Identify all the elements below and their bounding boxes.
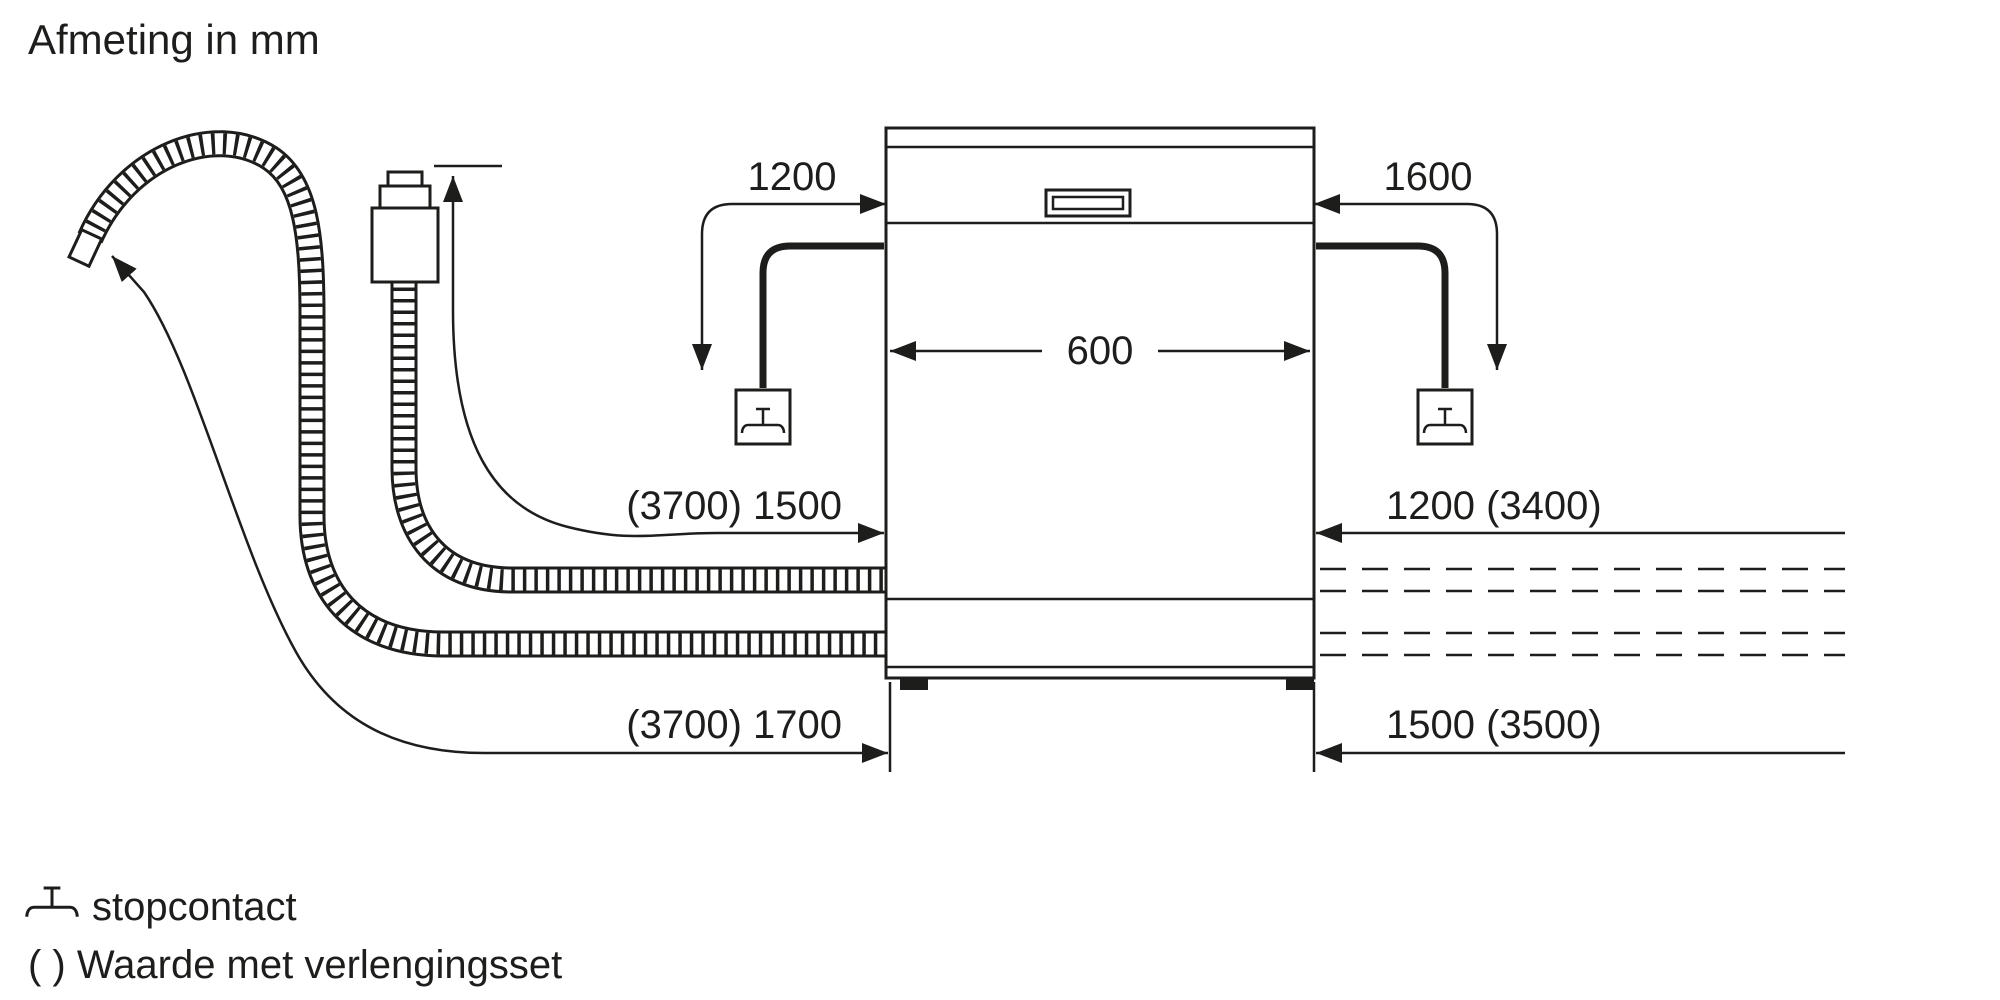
left-foot [900, 678, 928, 690]
legend: stopcontact ( ) Waarde met verlengingsse… [25, 885, 562, 987]
power-cord-right [1316, 242, 1449, 388]
control-panel-display [1044, 188, 1132, 218]
aquastop-valve-box [370, 206, 440, 284]
dimension-lines [111, 164, 1845, 772]
inlet-hose-outline [404, 276, 890, 580]
legend-extension-note: ( ) Waarde met verlengingsset [28, 943, 562, 987]
dim-label-power-cord-right: 1600 [1384, 155, 1473, 199]
right-foot [1286, 678, 1314, 690]
tap-connector-nut [378, 184, 432, 210]
dim-drain-hose-left [111, 255, 888, 763]
dishwasher [884, 126, 1316, 690]
dim-label-appliance-width: 600 [1067, 329, 1134, 373]
alternate-hose-routing-dashed [1320, 567, 1845, 657]
inlet-hose-ribs [404, 276, 890, 580]
socket-icon [25, 886, 79, 919]
dim-label-power-cord-left: 1200 [748, 155, 837, 199]
control-panel-display-inner [1051, 195, 1125, 211]
dim-label-inlet-hose-left: (3700) 1500 [626, 484, 842, 528]
dim-power-cord-right [1314, 194, 1507, 370]
legend-socket-label: stopcontact [92, 885, 297, 929]
dishwasher-body [884, 126, 1316, 680]
dim-label-inlet-hose-right: 1200 (3400) [1386, 484, 1602, 528]
power-cord-left [759, 242, 884, 388]
dim-power-cord-left [692, 194, 886, 370]
dim-label-drain-hose-left: (3700) 1700 [626, 703, 842, 747]
inlet-hose-body [404, 276, 890, 580]
socket-box-right [1416, 388, 1474, 446]
dim-inlet-hose-left [443, 176, 884, 543]
drain-hose [67, 144, 890, 644]
tap-connector-cap [386, 170, 424, 188]
drain-hose-end-cap [67, 227, 104, 269]
page-title: Afmeting in mm [28, 16, 320, 63]
dim-label-drain-hose-right: 1500 (3500) [1386, 703, 1602, 747]
